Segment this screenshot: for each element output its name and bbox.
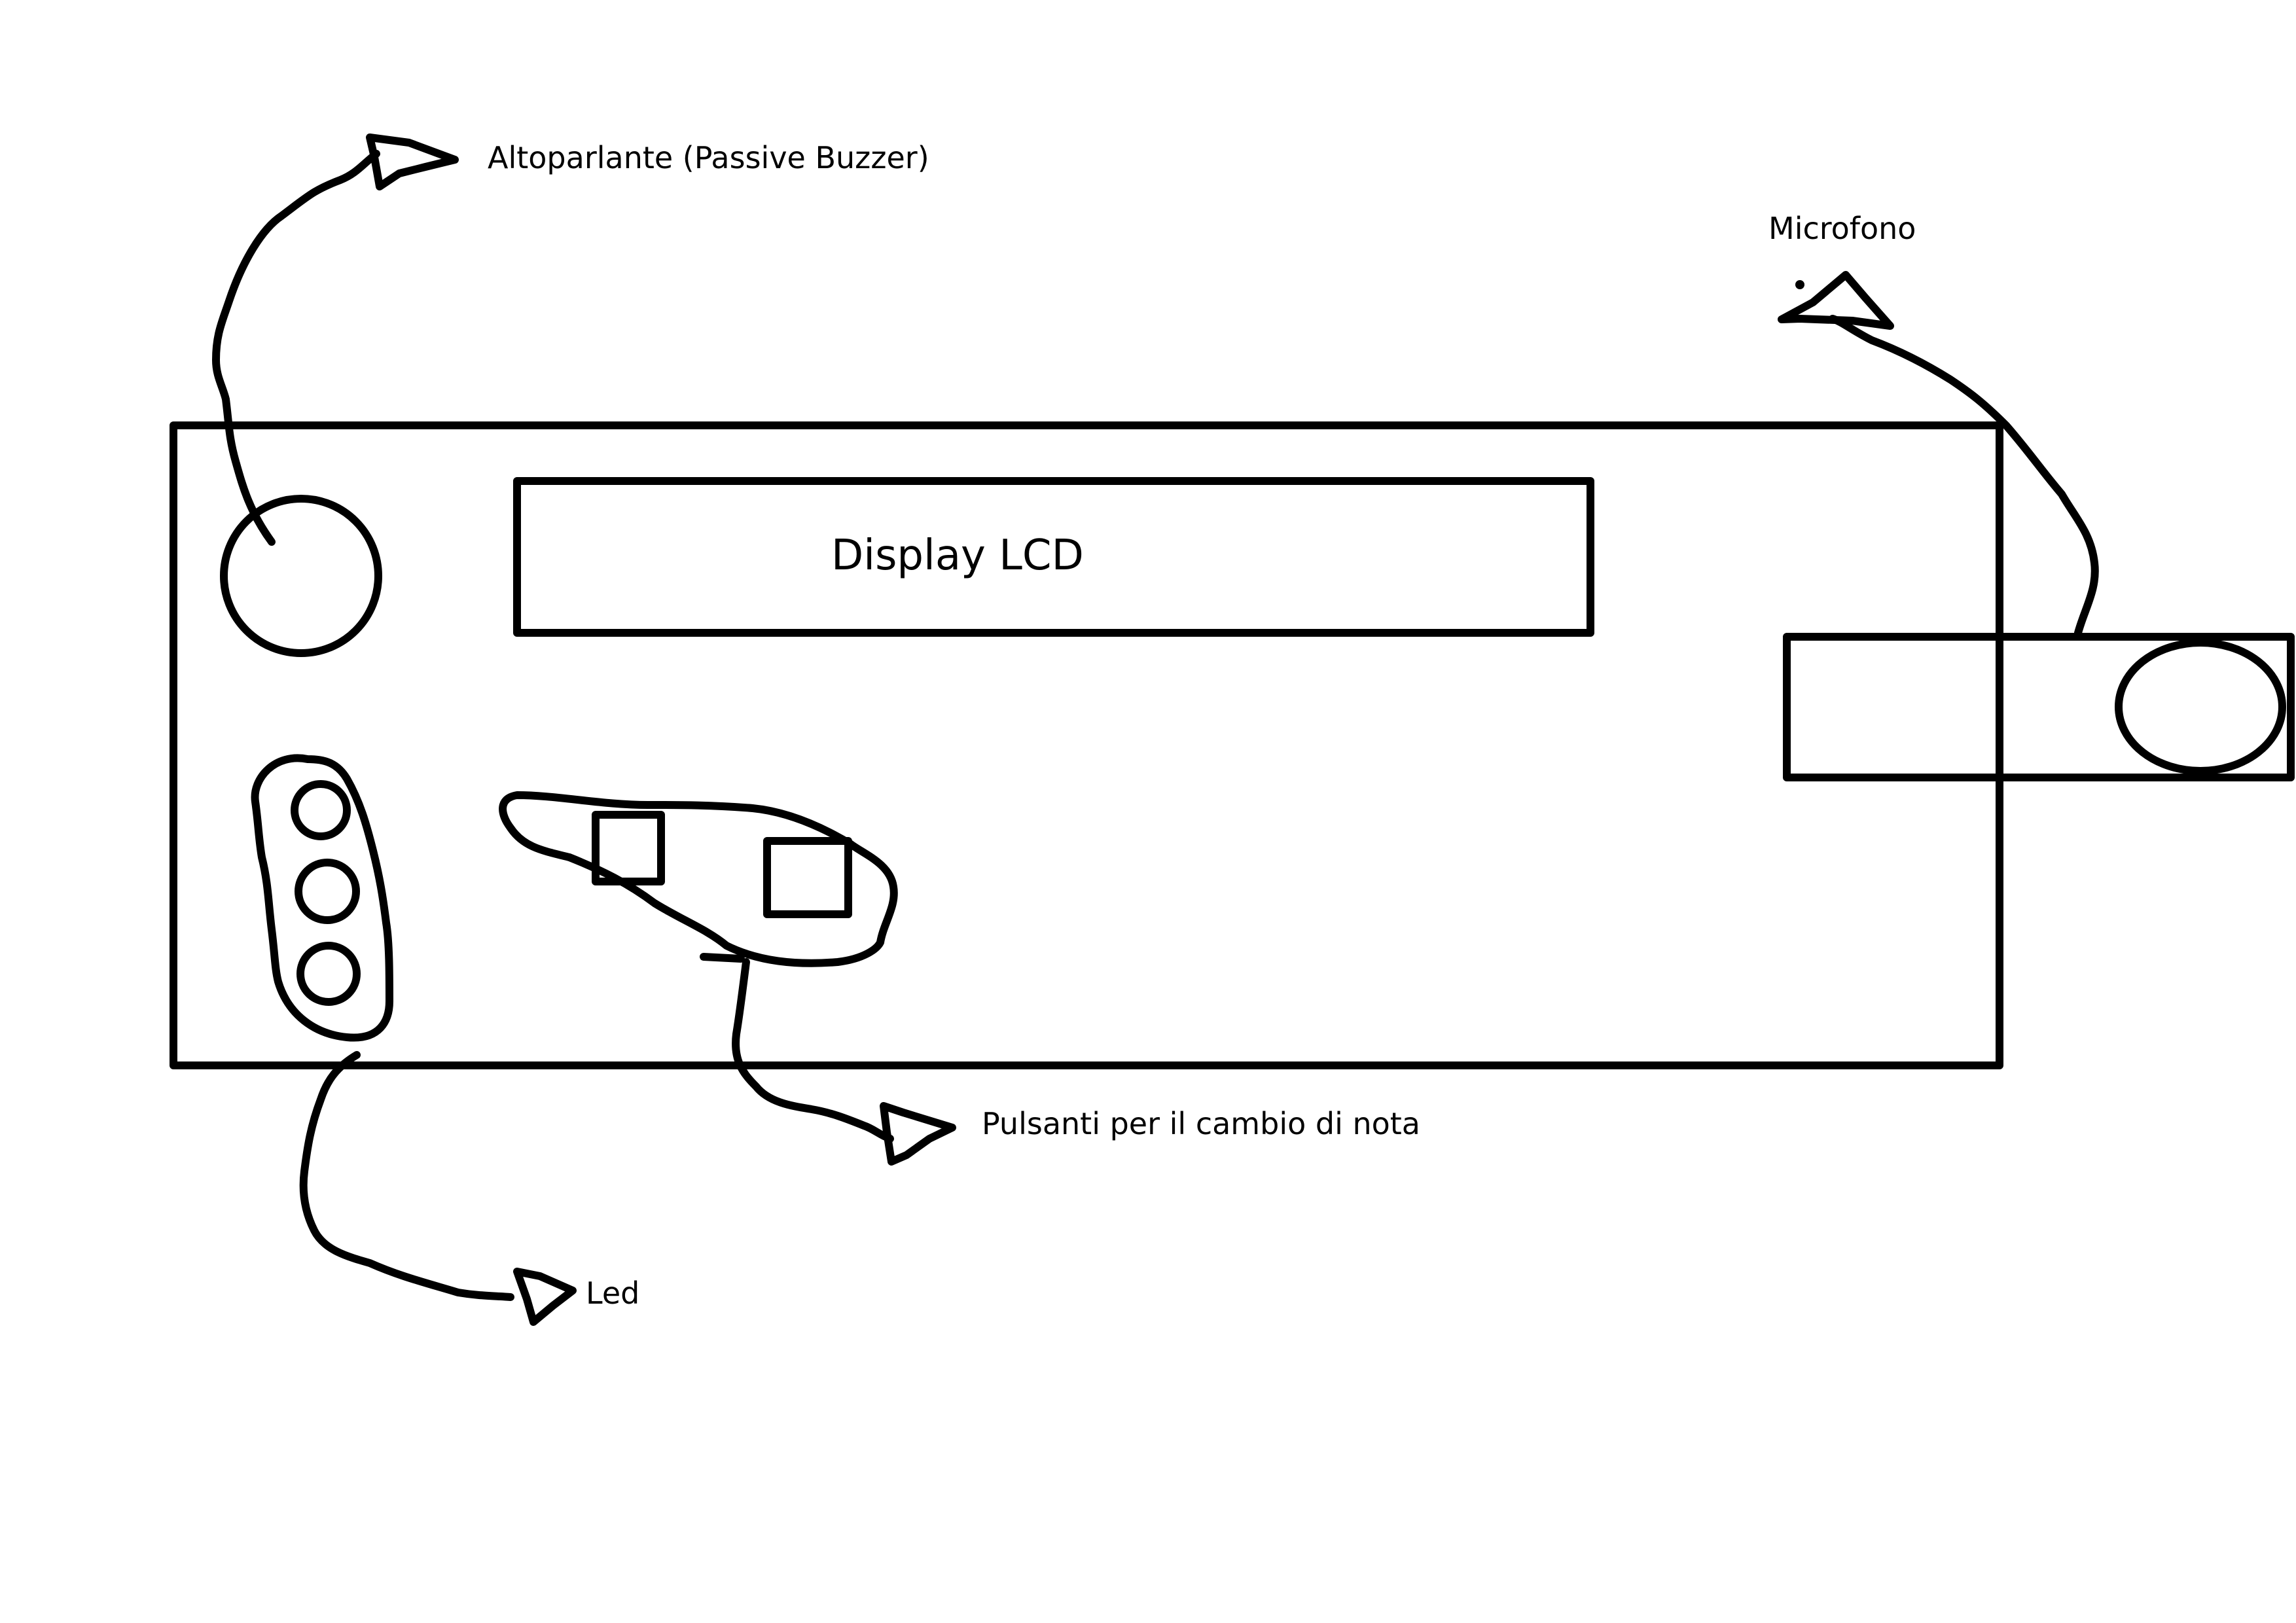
buttons-pointer-arrowhead — [880, 1102, 956, 1166]
buttons-pointer-line — [700, 953, 894, 1143]
led-3 — [296, 942, 361, 1006]
led-2 — [295, 859, 360, 924]
microphone-module — [1783, 633, 2295, 781]
speaker-circle — [220, 495, 382, 657]
microphone-capsule — [2115, 639, 2286, 775]
microphone-pointer-dot — [1795, 280, 1804, 289]
led-group-outline — [251, 754, 393, 1042]
led-pointer-line — [299, 1051, 514, 1301]
speaker-pointer-arrowhead — [366, 134, 459, 190]
speaker-pointer-line — [212, 150, 380, 546]
buttons-label: Pulsanti per il cambio di nota — [982, 1106, 1420, 1141]
device-board — [170, 421, 2003, 1069]
note-button-2 — [763, 837, 852, 918]
microphone-pointer-line — [1829, 315, 2099, 637]
led-pointer-arrowhead — [513, 1268, 577, 1326]
led-1 — [291, 780, 351, 840]
note-button-1 — [592, 811, 665, 885]
lcd-display-label: Display LCD — [831, 531, 1084, 580]
lcd-display — [513, 477, 1594, 637]
buttons-group-outline — [499, 791, 898, 967]
microphone-label: Microfono — [1768, 211, 1916, 246]
led-label: Led — [586, 1275, 639, 1311]
speaker-label: Altoparlante (Passive Buzzer) — [488, 140, 929, 175]
microphone-pointer-arrowhead — [1778, 271, 1894, 330]
